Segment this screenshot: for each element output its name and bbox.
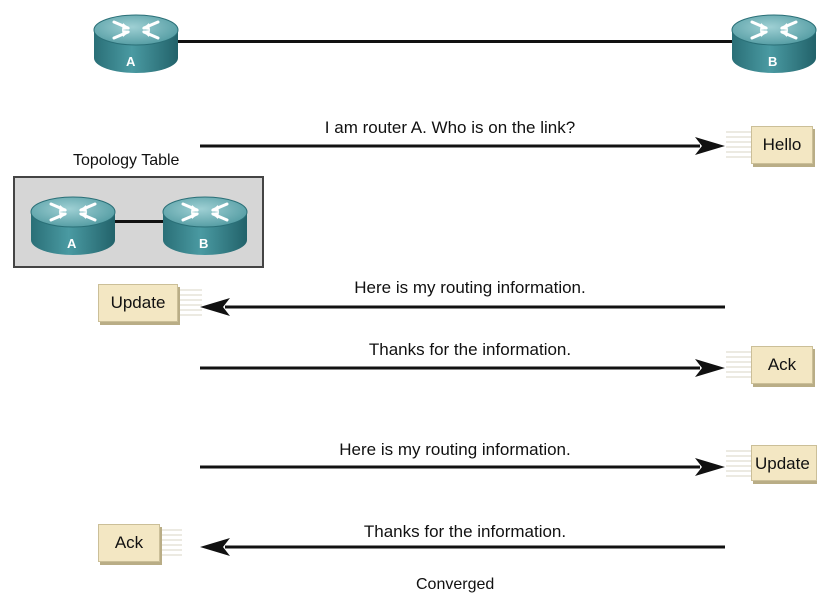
arrow-right bbox=[200, 137, 725, 155]
message-text: Here is my routing information. bbox=[339, 440, 571, 459]
topology-router-a-label: A bbox=[67, 236, 77, 251]
router-icon bbox=[92, 13, 180, 75]
message-text: Thanks for the information. bbox=[368, 340, 572, 359]
packet-trail bbox=[176, 289, 202, 316]
topology-router-b-label: B bbox=[199, 236, 209, 251]
packet-trail bbox=[156, 529, 182, 556]
topology-router-a: A bbox=[29, 190, 119, 260]
packet-trail bbox=[726, 131, 752, 158]
arrow-left bbox=[200, 538, 725, 556]
router-a-label: A bbox=[126, 54, 136, 69]
router-b: B bbox=[730, 8, 817, 78]
router-b-label: B bbox=[768, 54, 778, 69]
update-packet: Update bbox=[98, 284, 178, 322]
router-a: A bbox=[92, 8, 182, 78]
arrow-right bbox=[200, 359, 725, 377]
message-text: Thanks for the information. bbox=[363, 522, 567, 541]
topology-title: Topology Table bbox=[73, 152, 180, 169]
converged-label: Converged bbox=[416, 576, 495, 593]
packet-trail bbox=[726, 351, 752, 378]
ack-packet: Ack bbox=[751, 346, 813, 384]
packet-trail bbox=[726, 450, 752, 477]
message-text: I am router A. Who is on the link? bbox=[324, 118, 576, 137]
message-text: Here is my routing information. bbox=[354, 278, 586, 297]
update-packet: Update bbox=[751, 445, 817, 481]
hello-packet: Hello bbox=[751, 126, 813, 164]
ack-packet: Ack bbox=[98, 524, 160, 562]
topology-table: A B bbox=[13, 176, 264, 268]
topology-router-b: B bbox=[161, 190, 251, 260]
topology-link-line bbox=[105, 220, 185, 223]
arrow-right bbox=[200, 458, 725, 476]
arrow-left bbox=[200, 298, 725, 316]
link-line bbox=[160, 40, 760, 43]
